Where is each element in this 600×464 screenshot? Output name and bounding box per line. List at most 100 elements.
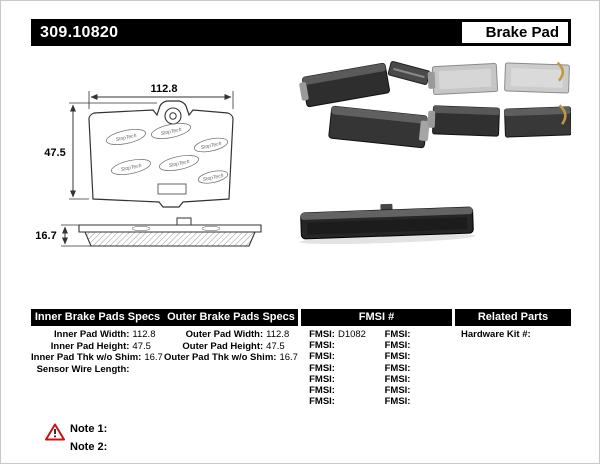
table-row: FMSI: bbox=[301, 374, 377, 385]
fmsi-value bbox=[335, 351, 338, 362]
table-row: Sensor Wire Length: bbox=[31, 364, 164, 376]
brand-logo-text: StopTech bbox=[160, 127, 182, 137]
notes-text: Note 1: Note 2: bbox=[70, 422, 107, 455]
fmsi-value bbox=[410, 363, 413, 374]
fmsi-value bbox=[335, 363, 338, 374]
spec-label: Outer Pad Width: bbox=[185, 329, 264, 340]
fmsi-left-subcolumn: FMSI: D1082 FMSI: FMSI: FMSI: bbox=[301, 329, 377, 407]
fmsi-label: FMSI: bbox=[309, 396, 335, 408]
table-row: FMSI: bbox=[377, 340, 453, 351]
spec-value: 112.8 bbox=[132, 329, 156, 340]
width-dimension-label: 112.8 bbox=[151, 83, 178, 95]
fmsi-value bbox=[410, 374, 413, 385]
header-bar: 309.10820 Brake Pad bbox=[31, 19, 571, 46]
spec-value: 16.7 bbox=[144, 352, 163, 363]
brand-logo-text: StopTech bbox=[120, 163, 142, 173]
table-row: FMSI: bbox=[301, 340, 377, 351]
technical-diagram: StopTech StopTech StopTech StopTech Stop… bbox=[35, 61, 571, 247]
warning-triangle-icon bbox=[45, 423, 65, 441]
fmsi-column: FMSI # FMSI: D1082 FMSI: FMSI: bbox=[301, 309, 452, 407]
note-2: Note 2: bbox=[70, 441, 108, 453]
fmsi-label: FMSI: bbox=[384, 329, 411, 340]
fmsi-label: FMSI: bbox=[309, 351, 335, 363]
inner-specs-column: Inner Brake Pads Specs Inner Pad Width: … bbox=[31, 309, 164, 407]
table-row: Hardware Kit #: bbox=[455, 329, 571, 341]
fmsi-value: D1082 bbox=[337, 329, 366, 340]
fmsi-right-subcolumn: FMSI: FMSI: FMSI: FMSI: bbox=[377, 329, 453, 407]
spec-value: 47.5 bbox=[132, 340, 151, 352]
brand-logo-text: StopTech bbox=[168, 159, 190, 169]
spec-label: Inner Pad Thk w/o Shim: bbox=[31, 352, 142, 363]
table-row: FMSI: bbox=[301, 351, 377, 362]
fmsi-label: FMSI: bbox=[384, 362, 411, 374]
pad-front-view-drawing: StopTech StopTech StopTech StopTech Stop… bbox=[88, 100, 234, 208]
fmsi-label: FMSI: bbox=[384, 384, 411, 396]
table-row: FMSI: bbox=[377, 374, 453, 385]
fmsi-label: FMSI: bbox=[309, 362, 335, 374]
outer-specs-column: Outer Brake Pads Specs Outer Pad Width: … bbox=[164, 309, 298, 407]
fmsi-label: FMSI: bbox=[309, 340, 335, 352]
fmsi-value bbox=[410, 340, 413, 351]
fmsi-label: FMSI: bbox=[309, 373, 335, 385]
related-parts-header: Related Parts bbox=[455, 309, 571, 326]
table-row: FMSI: bbox=[377, 329, 453, 340]
spec-label: Outer Pad Height: bbox=[182, 340, 264, 352]
table-row: Outer Pad Width: 112.8 bbox=[164, 329, 298, 341]
notes-section: Note 1: Note 2: bbox=[45, 422, 107, 455]
fmsi-label: FMSI: bbox=[384, 373, 411, 385]
outer-specs-header: Outer Brake Pads Specs bbox=[164, 309, 298, 326]
table-row: FMSI: bbox=[377, 363, 453, 374]
fmsi-label: FMSI: bbox=[384, 351, 411, 363]
height-dimension-label: 47.5 bbox=[44, 147, 65, 159]
table-row: FMSI: bbox=[301, 363, 377, 374]
pad-photo-ceramic-set bbox=[427, 61, 571, 138]
fmsi-label: FMSI: bbox=[309, 329, 335, 340]
spec-label: Inner Pad Height: bbox=[50, 340, 130, 352]
spec-label: Inner Pad Width: bbox=[54, 329, 130, 340]
inner-specs-header: Inner Brake Pads Specs bbox=[31, 309, 164, 326]
related-value bbox=[531, 329, 534, 341]
pad-photo-dark-set bbox=[299, 61, 431, 149]
pad-photo-edge-view bbox=[299, 203, 476, 245]
part-number: 309.10820 bbox=[40, 23, 119, 41]
fmsi-value bbox=[410, 396, 413, 407]
fmsi-label: FMSI: bbox=[384, 396, 411, 408]
fmsi-value bbox=[335, 396, 338, 407]
width-dimension: 112.8 bbox=[88, 83, 234, 109]
brand-logo-text: StopTech bbox=[115, 133, 137, 143]
table-row: Outer Pad Height: 47.5 bbox=[164, 341, 298, 353]
table-row: Inner Pad Thk w/o Shim: 16.7 bbox=[31, 352, 164, 364]
spec-label: Sensor Wire Length: bbox=[36, 363, 130, 375]
spec-value: 16.7 bbox=[279, 352, 298, 363]
table-row: FMSI: bbox=[301, 385, 377, 396]
specs-table: Inner Brake Pads Specs Inner Pad Width: … bbox=[31, 309, 571, 407]
fmsi-header: FMSI # bbox=[301, 309, 452, 326]
table-row: Inner Pad Height: 47.5 bbox=[31, 341, 164, 353]
table-row: FMSI: bbox=[301, 396, 377, 407]
table-row: FMSI: bbox=[377, 396, 453, 407]
pad-side-view-drawing bbox=[78, 217, 262, 247]
fmsi-label: FMSI: bbox=[384, 340, 411, 352]
spec-label: Outer Pad Thk w/o Shim: bbox=[164, 352, 277, 363]
fmsi-value bbox=[335, 340, 338, 351]
product-type-badge: Brake Pad bbox=[462, 22, 568, 43]
related-parts-column: Related Parts Hardware Kit #: bbox=[455, 309, 571, 407]
spec-value: 112.8 bbox=[266, 329, 290, 340]
fmsi-value bbox=[335, 385, 338, 396]
fmsi-value bbox=[410, 329, 413, 340]
brand-logo-text: StopTech bbox=[202, 173, 224, 183]
height-dimension: 47.5 bbox=[44, 102, 157, 200]
note-1: Note 1: bbox=[70, 423, 108, 435]
table-row: FMSI: D1082 bbox=[301, 329, 377, 340]
related-label: Hardware Kit #: bbox=[461, 329, 531, 340]
spec-value bbox=[129, 364, 132, 376]
table-row: Outer Pad Thk w/o Shim: 16.7 bbox=[164, 352, 298, 364]
brand-logo-text: StopTech bbox=[200, 141, 222, 151]
fmsi-value bbox=[410, 351, 413, 362]
table-row: FMSI: bbox=[377, 385, 453, 396]
fmsi-label: FMSI: bbox=[309, 384, 335, 396]
fmsi-value bbox=[335, 374, 338, 385]
fmsi-value bbox=[410, 385, 413, 396]
table-row: FMSI: bbox=[377, 351, 453, 362]
